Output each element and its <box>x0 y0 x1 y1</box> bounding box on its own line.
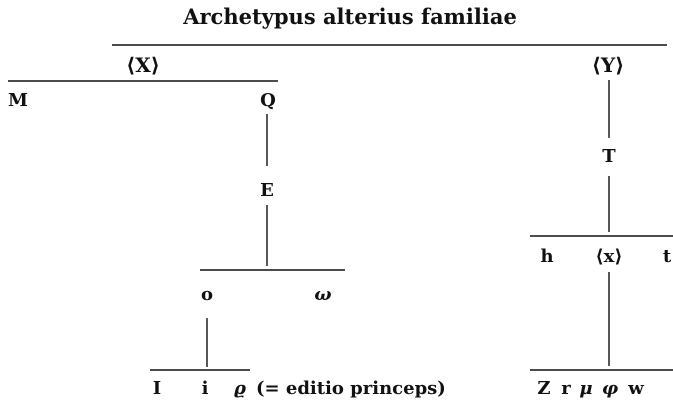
node-Z: Z <box>537 378 550 399</box>
node-t: t <box>663 246 672 267</box>
node-Y: ⟨Y⟩ <box>592 53 625 77</box>
diagram-title: Archetypus alterius familiae <box>182 4 517 29</box>
node-mu: μ <box>579 378 592 399</box>
node-i: i <box>202 378 209 399</box>
node-T: T <box>602 146 616 167</box>
node-omega: ω <box>314 284 331 305</box>
editio-princeps-note: (= editio princeps) <box>256 378 446 399</box>
node-phi: φ <box>602 378 619 399</box>
node-rho: ϱ <box>234 378 247 399</box>
node-o: o <box>201 284 213 305</box>
node-w: w <box>627 378 644 399</box>
node-h: h <box>540 246 553 267</box>
node-I: I <box>153 378 161 399</box>
node-Q: Q <box>260 90 276 111</box>
node-r: r <box>561 378 571 399</box>
node-M: M <box>8 90 28 111</box>
node-X: ⟨X⟩ <box>126 53 160 77</box>
node-x: ⟨x⟩ <box>595 246 622 267</box>
node-E: E <box>260 180 274 201</box>
